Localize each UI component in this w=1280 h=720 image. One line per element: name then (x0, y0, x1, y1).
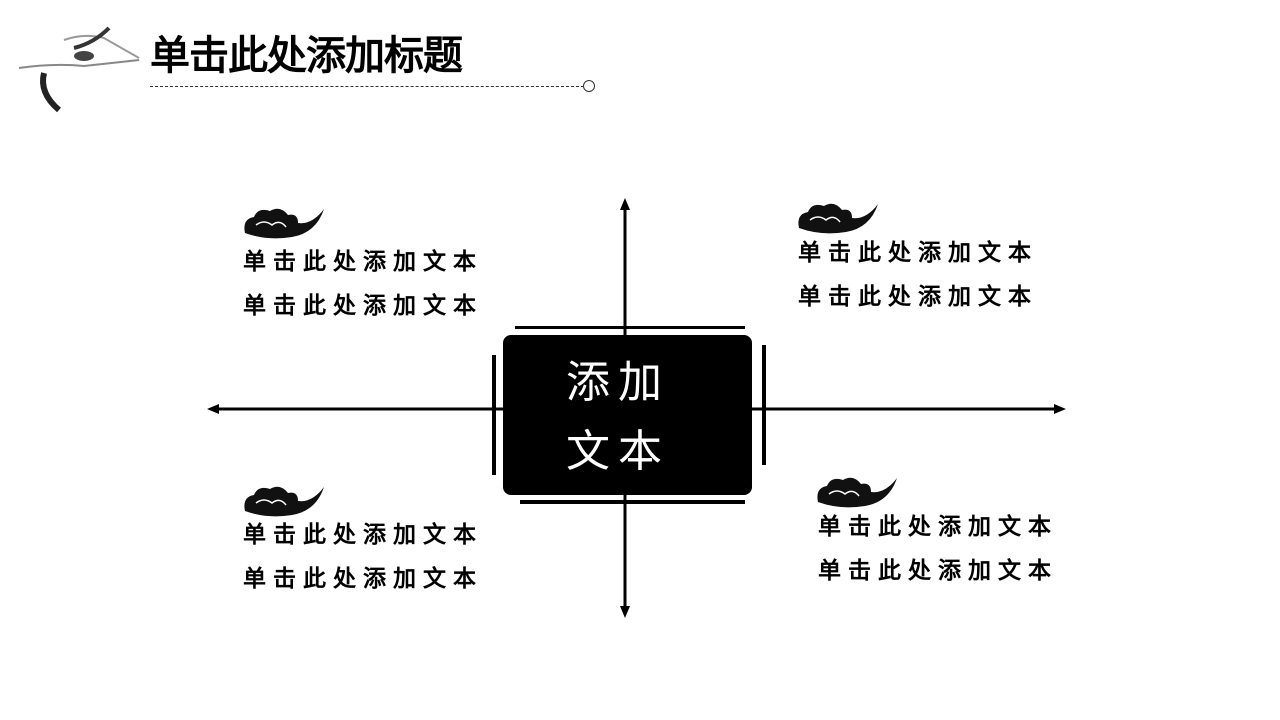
block-paragraph[interactable]: 单击此处添加文本 (243, 249, 483, 275)
block-paragraph[interactable]: 单击此处添加文本 (243, 566, 483, 592)
block-paragraph[interactable]: 单击此处添加文本 (798, 240, 1038, 266)
block-paragraph[interactable]: 单击此处添加文本 (818, 558, 1058, 584)
block-paragraph[interactable]: 单击此处添加文本 (818, 514, 1058, 540)
title-underline (150, 86, 584, 87)
page-title[interactable]: 单击此处添加标题 (150, 33, 463, 79)
cloud-icon (244, 208, 324, 239)
underline-end-dot (583, 80, 595, 92)
center-box (503, 335, 752, 495)
text-block-top-left[interactable]: 单击此处添加文本 单击此处添加文本 (243, 240, 523, 328)
arrow-right-icon (1054, 404, 1066, 414)
frame-stroke-left (492, 355, 496, 475)
block-paragraph[interactable]: 单击此处添加文本 (243, 522, 483, 548)
center-text-line1[interactable]: 添加 (566, 357, 670, 408)
frame-stroke-top (515, 326, 745, 329)
frame-stroke-right (762, 345, 766, 465)
center-text-line2[interactable]: 文本 (566, 426, 670, 477)
cloud-icon (798, 203, 878, 234)
cloud-icon (244, 486, 324, 517)
block-paragraph[interactable]: 单击此处添加文本 (243, 293, 483, 319)
block-paragraph[interactable]: 单击此处添加文本 (798, 284, 1038, 310)
cloud-icon (817, 477, 897, 508)
arrow-left-icon (207, 404, 219, 414)
text-block-top-right[interactable]: 单击此处添加文本 单击此处添加文本 (798, 231, 1078, 319)
text-block-bottom-left[interactable]: 单击此处添加文本 单击此处添加文本 (243, 513, 523, 601)
arrow-up-icon (620, 198, 630, 210)
arrow-down-icon (620, 606, 630, 618)
frame-stroke-bottom (520, 500, 745, 504)
text-block-bottom-right[interactable]: 单击此处添加文本 单击此处添加文本 (818, 505, 1098, 593)
crane-icon (18, 26, 140, 113)
